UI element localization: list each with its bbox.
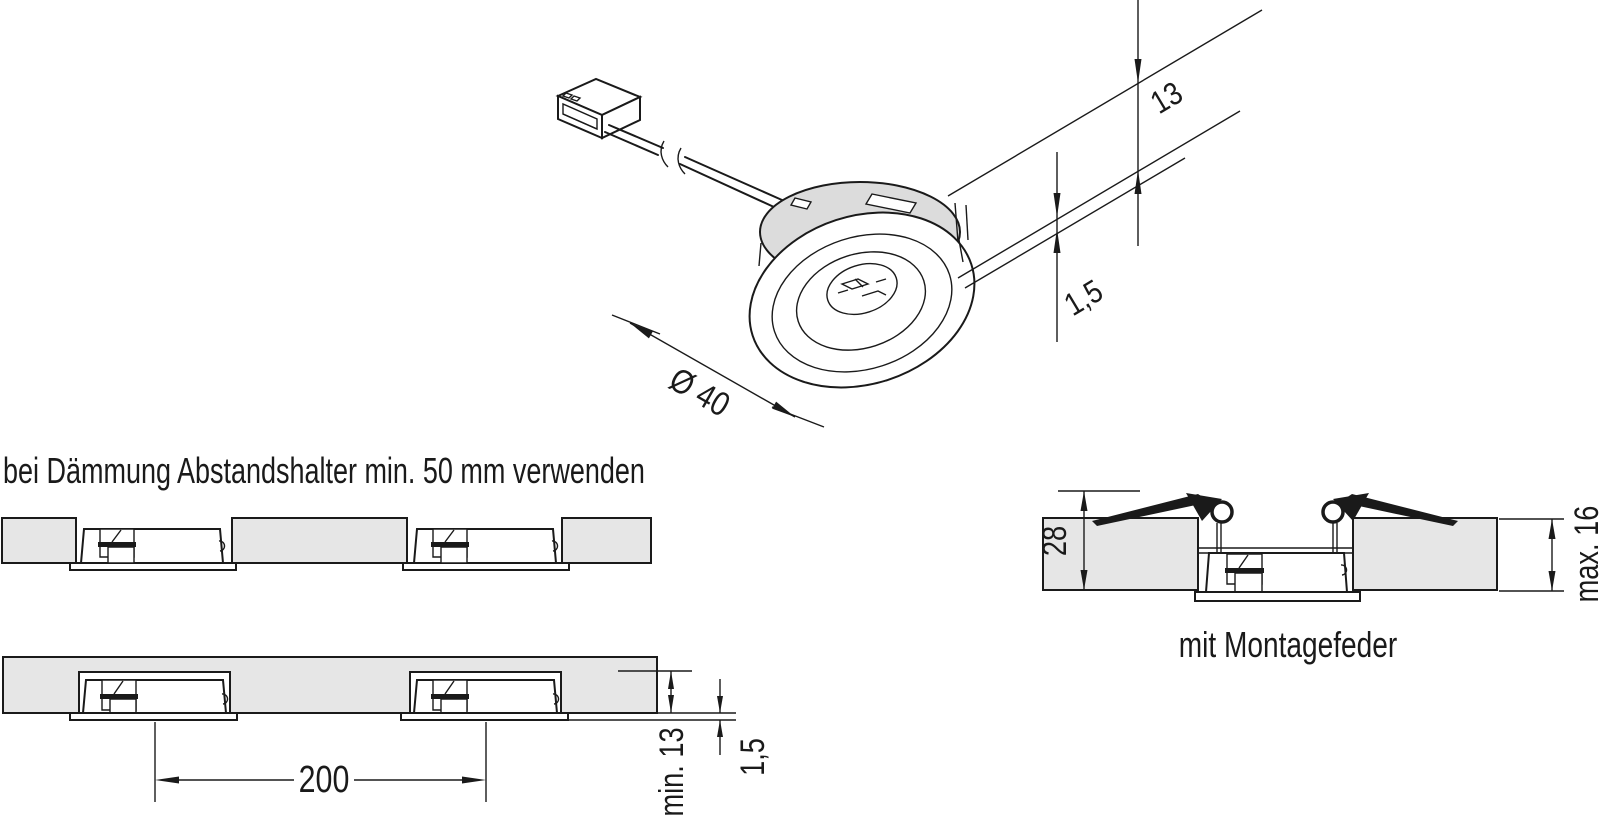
height-dimension-label: 13: [1145, 75, 1189, 121]
flange-dimension: 1,5: [965, 152, 1185, 342]
downlight-body: [727, 182, 998, 415]
insulation-note: bei Dämmung Abstandshalter min. 50 mm ve…: [3, 450, 645, 491]
led-window: [820, 255, 903, 323]
mounting-springs: [1092, 493, 1458, 526]
cable: [605, 125, 782, 207]
spring-section-caption: mit Montagefeder: [1179, 625, 1398, 665]
mounting-panel: [1353, 518, 1497, 590]
min-depth-dimension: min. 13: [618, 671, 692, 817]
flange-dimension-label: 1,5: [1058, 273, 1109, 323]
min-depth-dimension-label: min. 13: [652, 727, 691, 816]
clip-slot: [866, 194, 916, 213]
recess-depth-dimension-label: 28: [1035, 526, 1074, 556]
spacing-dimension-label: 200: [299, 759, 350, 801]
recessed-lamp-section: [401, 672, 568, 802]
spacer-block: [232, 518, 407, 563]
recessed-lamp-section: [70, 529, 236, 570]
flange-protrusion-dimension: 1,5: [568, 679, 772, 776]
spacing-dimension: 200: [155, 759, 486, 801]
section-spacers: [2, 518, 651, 570]
isometric-view: Ø 40 13 1,5: [558, 0, 1262, 427]
diameter-dimension-label: Ø 40: [663, 359, 737, 424]
connector-plug: [558, 79, 640, 138]
height-dimension: 13: [948, 0, 1262, 278]
led-chip-pattern: [838, 279, 886, 296]
section-spring: 28 max. 16 mit Montagefeder: [1035, 491, 1600, 665]
panel-thickness-dimension: max. 16: [1499, 506, 1600, 603]
flange-protrusion-dimension-label: 1,5: [733, 738, 772, 776]
recess-depth-dimension: 28: [1035, 491, 1140, 590]
spacer-block: [562, 518, 651, 563]
spacer-block: [2, 518, 76, 563]
diameter-dimension: Ø 40: [612, 315, 824, 427]
panel-thickness-dimension-label: max. 16: [1567, 506, 1600, 603]
recessed-lamp-section: [1195, 553, 1360, 601]
section-spacing: 200 min. 13 1,5: [3, 657, 772, 817]
recessed-lamp-section: [403, 529, 569, 570]
recessed-lamp-section: [70, 672, 237, 802]
